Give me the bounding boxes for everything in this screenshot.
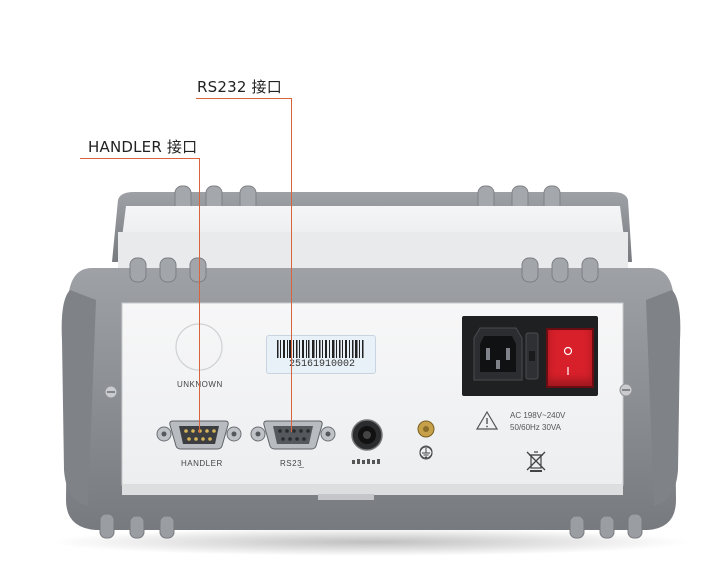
- warning-triangle-icon: [476, 410, 498, 430]
- handler-callout-vertical: [199, 158, 200, 433]
- serial-sticker: 25161910002: [266, 335, 376, 374]
- jack-label-icon: [352, 459, 380, 464]
- power-switch[interactable]: [546, 328, 594, 388]
- iec-power-inlet-icon: [473, 327, 523, 381]
- handler-port: [156, 420, 242, 450]
- weee-crossed-bin-icon: [526, 451, 546, 472]
- audio-jack: [351, 419, 383, 451]
- rs232-callout-vertical: [291, 98, 292, 432]
- fuse-holder-icon: [525, 332, 539, 380]
- barcode-icon: [277, 340, 364, 358]
- power-off-icon: [567, 367, 569, 375]
- rs232-callout-horizontal: [196, 98, 292, 99]
- serial-number: 25161910002: [289, 359, 356, 370]
- rs232-port-label: RS23̲: [280, 459, 303, 468]
- power-module: [462, 316, 598, 396]
- power-spec-line2: 50/60Hz 30VA: [510, 423, 561, 432]
- power-spec-line1: AC 198V~240V: [510, 411, 566, 420]
- rs232-port: [250, 420, 336, 450]
- handler-callout-label: HANDLER 接口: [88, 138, 198, 156]
- power-on-icon: [563, 346, 573, 356]
- rs232-callout-label: RS232 接口: [197, 78, 282, 96]
- handler-port-label: HANDLER: [181, 459, 223, 468]
- handler-callout-horizontal: [80, 158, 200, 159]
- ground-icon: [419, 446, 433, 460]
